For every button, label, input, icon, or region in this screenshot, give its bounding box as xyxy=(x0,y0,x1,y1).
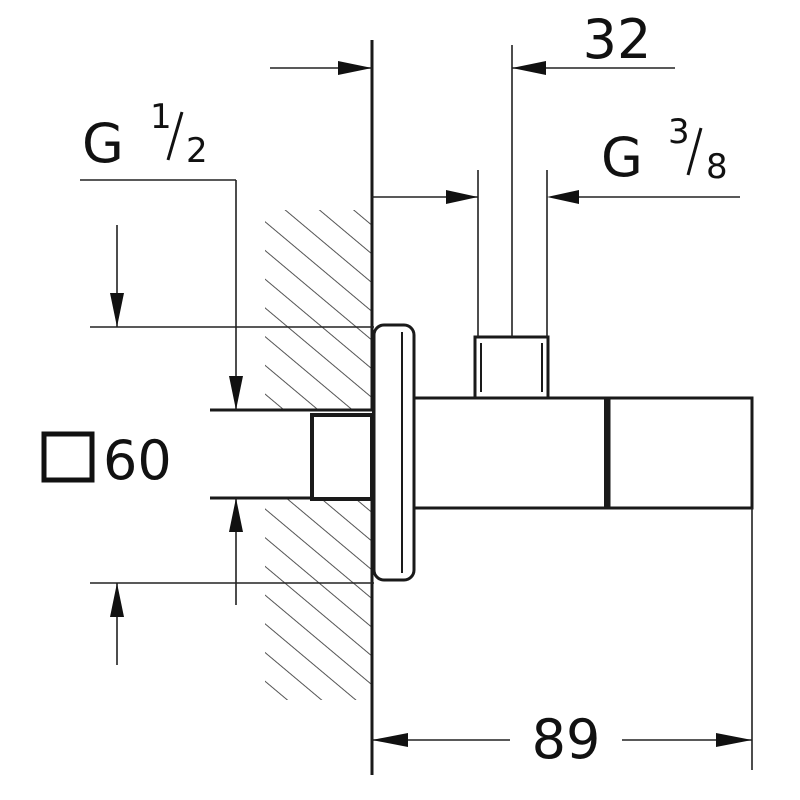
outlet-thread-denominator: 8 xyxy=(706,147,728,187)
wall-section xyxy=(265,40,374,775)
square-symbol-icon xyxy=(41,431,95,483)
valve-body xyxy=(412,335,754,510)
inlet-thread-fraction-slash xyxy=(166,111,184,161)
inlet-thread-denominator: 2 xyxy=(186,131,208,171)
outlet-thread-fraction-slash xyxy=(686,127,703,176)
inlet-pipe xyxy=(210,408,374,501)
inlet-thread-nut xyxy=(310,413,374,501)
dimension-60: 60 xyxy=(41,225,172,665)
inlet-thread-dimension xyxy=(229,376,243,532)
outlet-thread-prefix: G xyxy=(601,126,643,189)
escutcheon-plate xyxy=(372,323,416,582)
dimension-32: 32 xyxy=(270,8,675,75)
dimension-32-label: 32 xyxy=(583,8,652,71)
dimension-89: 89 xyxy=(372,708,752,771)
dimension-89-label: 89 xyxy=(532,708,601,771)
outlet-connector xyxy=(473,335,550,400)
outlet-thread-label: G 3 8 xyxy=(601,112,728,189)
valve-body-main xyxy=(412,396,611,510)
dimension-60-label: 60 xyxy=(103,429,172,492)
inlet-thread-label: G 1 2 xyxy=(82,97,208,175)
outlet-thread-numerator: 3 xyxy=(668,112,690,152)
valve-handle xyxy=(607,396,754,510)
inlet-thread-numerator: 1 xyxy=(150,97,172,137)
inlet-thread-prefix: G xyxy=(82,112,124,175)
outlet-thread-dimension xyxy=(372,190,579,204)
extension-lines xyxy=(80,45,753,770)
